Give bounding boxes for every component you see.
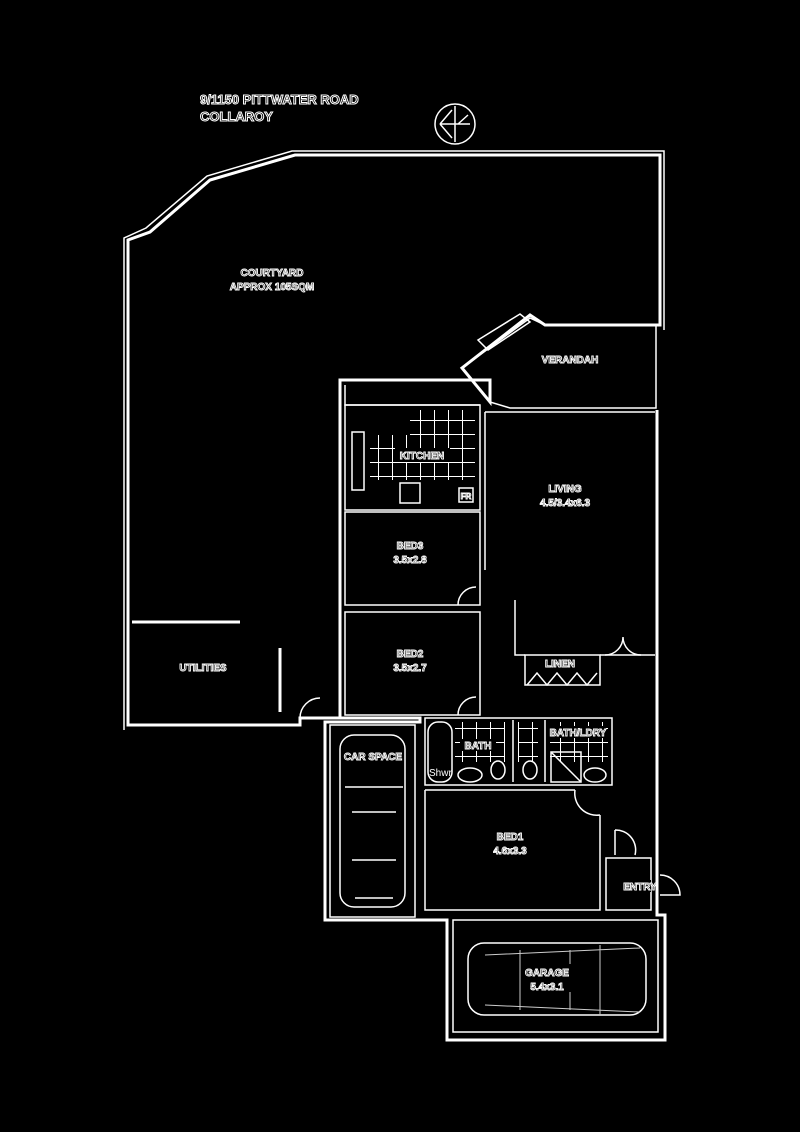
bed3: BED3 3.5x2.8 bbox=[344, 511, 481, 606]
linen: LINEN bbox=[524, 654, 601, 687]
bath-label: BATH bbox=[464, 741, 491, 752]
address-line2: COLLAROY bbox=[200, 109, 273, 124]
linen-label: LINEN bbox=[545, 659, 575, 670]
garage: GARAGE 5.4x3.1 bbox=[452, 919, 659, 1033]
bed2-size: 3.5x2.7 bbox=[393, 663, 427, 674]
utilities-label: UTILITIES bbox=[179, 663, 227, 674]
car-space: CAR SPACE bbox=[329, 724, 416, 918]
verandah-label: VERANDAH bbox=[542, 355, 599, 366]
entry-label: ENTRY bbox=[623, 882, 657, 893]
bed1: BED1 4.6x3.3 bbox=[424, 789, 601, 911]
fridge-label: FR bbox=[461, 492, 472, 501]
house-outline bbox=[323, 378, 667, 1042]
kitchen-label: KITCHEN bbox=[400, 451, 444, 462]
garage-size: 5.4x3.1 bbox=[530, 982, 564, 993]
bed1-size: 4.6x3.3 bbox=[493, 846, 527, 857]
bed1-label: BED1 bbox=[497, 832, 524, 843]
living-size: 4.5/3.4x6.3 bbox=[540, 498, 590, 509]
bed3-label: BED3 bbox=[397, 541, 424, 552]
bed3-size: 3.5x2.8 bbox=[393, 555, 427, 566]
car-space-label: CAR SPACE bbox=[344, 752, 402, 763]
courtyard-label: COURTYARD bbox=[241, 268, 304, 279]
entry: ENTRY bbox=[605, 829, 681, 911]
garage-label: GARAGE bbox=[525, 968, 569, 979]
bed2-label: BED2 bbox=[397, 649, 424, 660]
utilities: UTILITIES bbox=[132, 620, 321, 719]
bed2: BED2 3.5x2.7 bbox=[344, 611, 481, 716]
living: LIVING 4.5/3.4x6.3 bbox=[484, 411, 655, 656]
living-label: LIVING bbox=[548, 484, 582, 495]
bath-ldry-label: BATH/LDRY bbox=[550, 728, 607, 739]
courtyard: COURTYARD APPROX 105SQM bbox=[123, 150, 665, 730]
shower-label: Shwr bbox=[429, 768, 452, 779]
bathrooms: Shwr BATH BATH/LDRY bbox=[424, 717, 613, 786]
address-line1: 9/1150 PITTWATER ROAD bbox=[200, 92, 359, 107]
courtyard-size: APPROX 105SQM bbox=[230, 282, 314, 293]
kitchen: KITCHEN FR bbox=[344, 404, 481, 511]
verandah: VERANDAH bbox=[460, 313, 657, 409]
north-arrow-icon bbox=[434, 103, 476, 145]
